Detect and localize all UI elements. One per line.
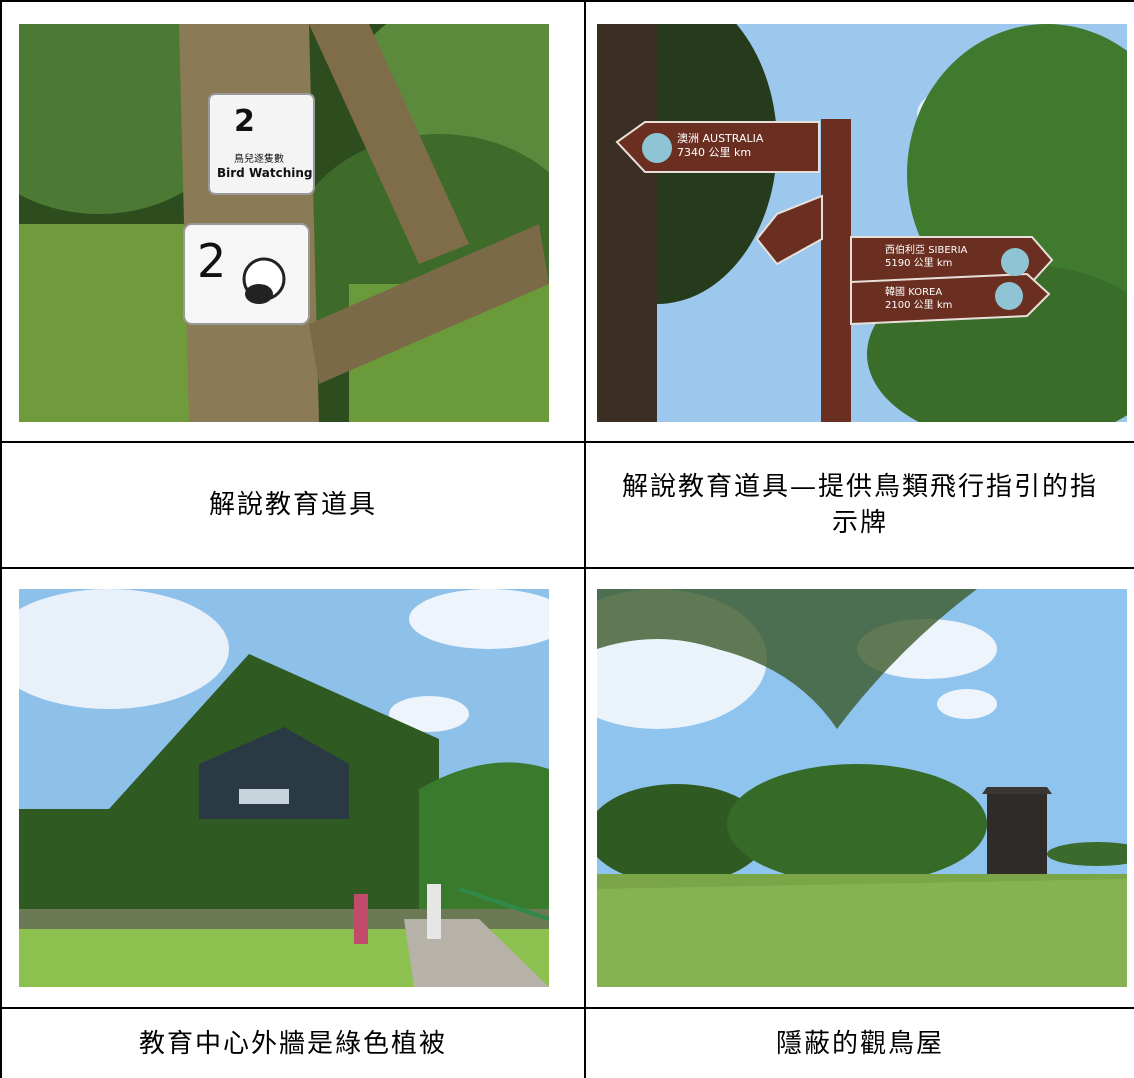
caption-bird-hide: 隱蔽的觀鳥屋 <box>775 1028 944 1059</box>
caption-education-props: 解說教育道具 <box>208 490 377 520</box>
sign-korea-en: KOREA <box>908 287 943 298</box>
sign-korea-unit-en: km <box>936 300 953 311</box>
bird-sign-top-en: Bird Watching <box>217 166 313 180</box>
photo-direction-signpost: 澳洲 AUSTRALIA 7340 公里 km 西伯利亞 SIBERIA 519… <box>597 24 1127 422</box>
grid-center-divider <box>584 0 586 1078</box>
sign-korea-unit-zh: 公里 <box>913 300 934 311</box>
sign-korea: 韓國 KOREA 2100 公里 km <box>885 286 952 312</box>
photo-ivy-education-centre <box>19 589 549 987</box>
grid-row-divider-3 <box>0 1007 1134 1009</box>
sign-australia-zh: 澳洲 <box>677 132 699 145</box>
grid-row-divider-2 <box>0 567 1134 569</box>
photo-tree-signs: 2 鳥兒逐隻數 Bird Watching 2 <box>19 24 549 422</box>
bird-sign-top-zh: 鳥兒逐隻數 <box>234 154 284 165</box>
sign-siberia: 西伯利亞 SIBERIA 5190 公里 km <box>885 244 967 270</box>
sign-siberia-distance: 5190 <box>885 258 911 269</box>
sign-korea-distance: 2100 <box>885 300 911 311</box>
caption-flight-guide-sign: 解說教育道具—提供鳥類飛行指引的指示牌 <box>621 472 1098 538</box>
bird-sign-top-number: 2 <box>234 104 255 139</box>
sign-australia-distance: 7340 <box>677 146 705 159</box>
photo-bird-hide <box>597 589 1127 987</box>
bird-sign-bottom-number: 2 <box>197 234 227 288</box>
sign-siberia-unit-en: km <box>936 258 953 269</box>
grid-row-divider-1 <box>0 441 1134 443</box>
sign-australia: 澳洲 AUSTRALIA 7340 公里 km <box>677 132 763 160</box>
grid-left-border <box>0 0 2 1078</box>
grid-top-border <box>0 0 1134 2</box>
sign-australia-unit-zh: 公里 <box>708 146 731 159</box>
sign-australia-en: AUSTRALIA <box>702 132 764 145</box>
sign-siberia-unit-zh: 公里 <box>913 258 934 269</box>
sign-siberia-en: SIBERIA <box>928 245 968 256</box>
sign-korea-zh: 韓國 <box>885 287 905 298</box>
sign-siberia-zh: 西伯利亞 <box>885 245 925 256</box>
sign-australia-unit-en: km <box>734 146 752 159</box>
caption-green-wall: 教育中心外牆是綠色植被 <box>138 1028 447 1059</box>
